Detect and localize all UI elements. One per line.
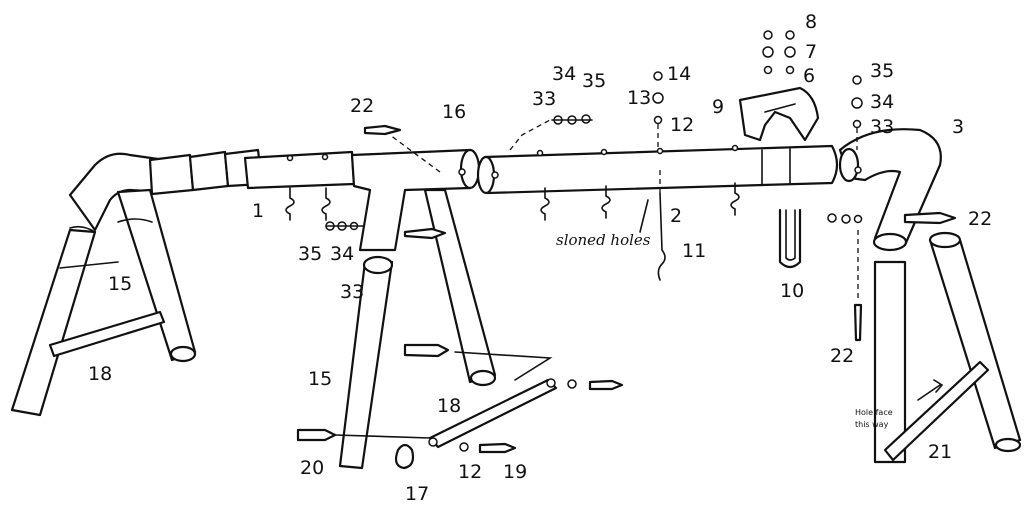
label-part-35-right: 35 [870, 60, 894, 82]
label-part-9: 9 [712, 96, 724, 118]
label-part-6: 6 [803, 65, 815, 87]
center-a-frame [296, 188, 624, 470]
label-part-33-top: 33 [532, 88, 556, 110]
hardware-stack-12-13-14 [652, 71, 664, 150]
label-part-20: 20 [300, 457, 324, 479]
handwritten-note-line-1: Hole face [855, 408, 893, 417]
label-part-35-center: 35 [298, 243, 322, 265]
label-part-18-center: 18 [437, 395, 461, 417]
label-part-14: 14 [667, 63, 691, 85]
slotted-holes-note: sloned holes [556, 231, 651, 249]
top-beam-left [243, 150, 356, 190]
label-part-34-right: 34 [870, 91, 894, 113]
label-part-2: 2 [670, 205, 682, 227]
right-a-frame [827, 75, 1022, 464]
label-part-21: 21 [928, 441, 952, 463]
label-part-1: 1 [252, 200, 264, 222]
label-part-33-center: 33 [340, 281, 364, 303]
annotations: sloned holes Hole face this way [556, 231, 893, 429]
hook-11 [639, 170, 666, 281]
swing-hangers-left [285, 187, 331, 221]
u-bolt-10 [778, 208, 802, 269]
hardware-nut-washer-left [325, 221, 365, 231]
label-part-35-top: 35 [582, 70, 606, 92]
handwritten-note-line-2: this way [855, 420, 889, 429]
label-part-12-bottom: 12 [458, 461, 482, 483]
label-part-15-left: 15 [108, 273, 132, 295]
hardware-nut-washer-center [551, 114, 593, 125]
label-part-22-left: 22 [350, 95, 374, 117]
bracket-9 [738, 86, 820, 142]
top-beam-center [476, 119, 839, 221]
part-labels: 1 2 3 6 7 8 9 10 11 12 12 13 14 15 15 16… [88, 11, 992, 505]
hardware-stack-6-7-8 [762, 30, 796, 75]
label-part-15-center: 15 [308, 368, 332, 390]
label-part-22-lower: 22 [830, 345, 854, 367]
label-part-13: 13 [627, 87, 651, 109]
label-part-16: 16 [442, 101, 466, 123]
label-part-18-left: 18 [88, 363, 112, 385]
label-part-33-right: 33 [870, 116, 894, 138]
label-part-3: 3 [952, 116, 964, 138]
label-part-8: 8 [805, 11, 817, 33]
label-part-19: 19 [503, 461, 527, 483]
label-part-34-top: 34 [552, 63, 576, 85]
left-a-frame [10, 148, 264, 417]
label-part-17: 17 [405, 483, 429, 505]
label-part-10: 10 [780, 280, 804, 302]
label-part-12-top: 12 [670, 114, 694, 136]
label-part-34-center: 34 [330, 243, 354, 265]
label-part-11: 11 [682, 240, 706, 262]
label-part-22-right: 22 [968, 208, 992, 230]
label-part-7: 7 [805, 41, 817, 63]
